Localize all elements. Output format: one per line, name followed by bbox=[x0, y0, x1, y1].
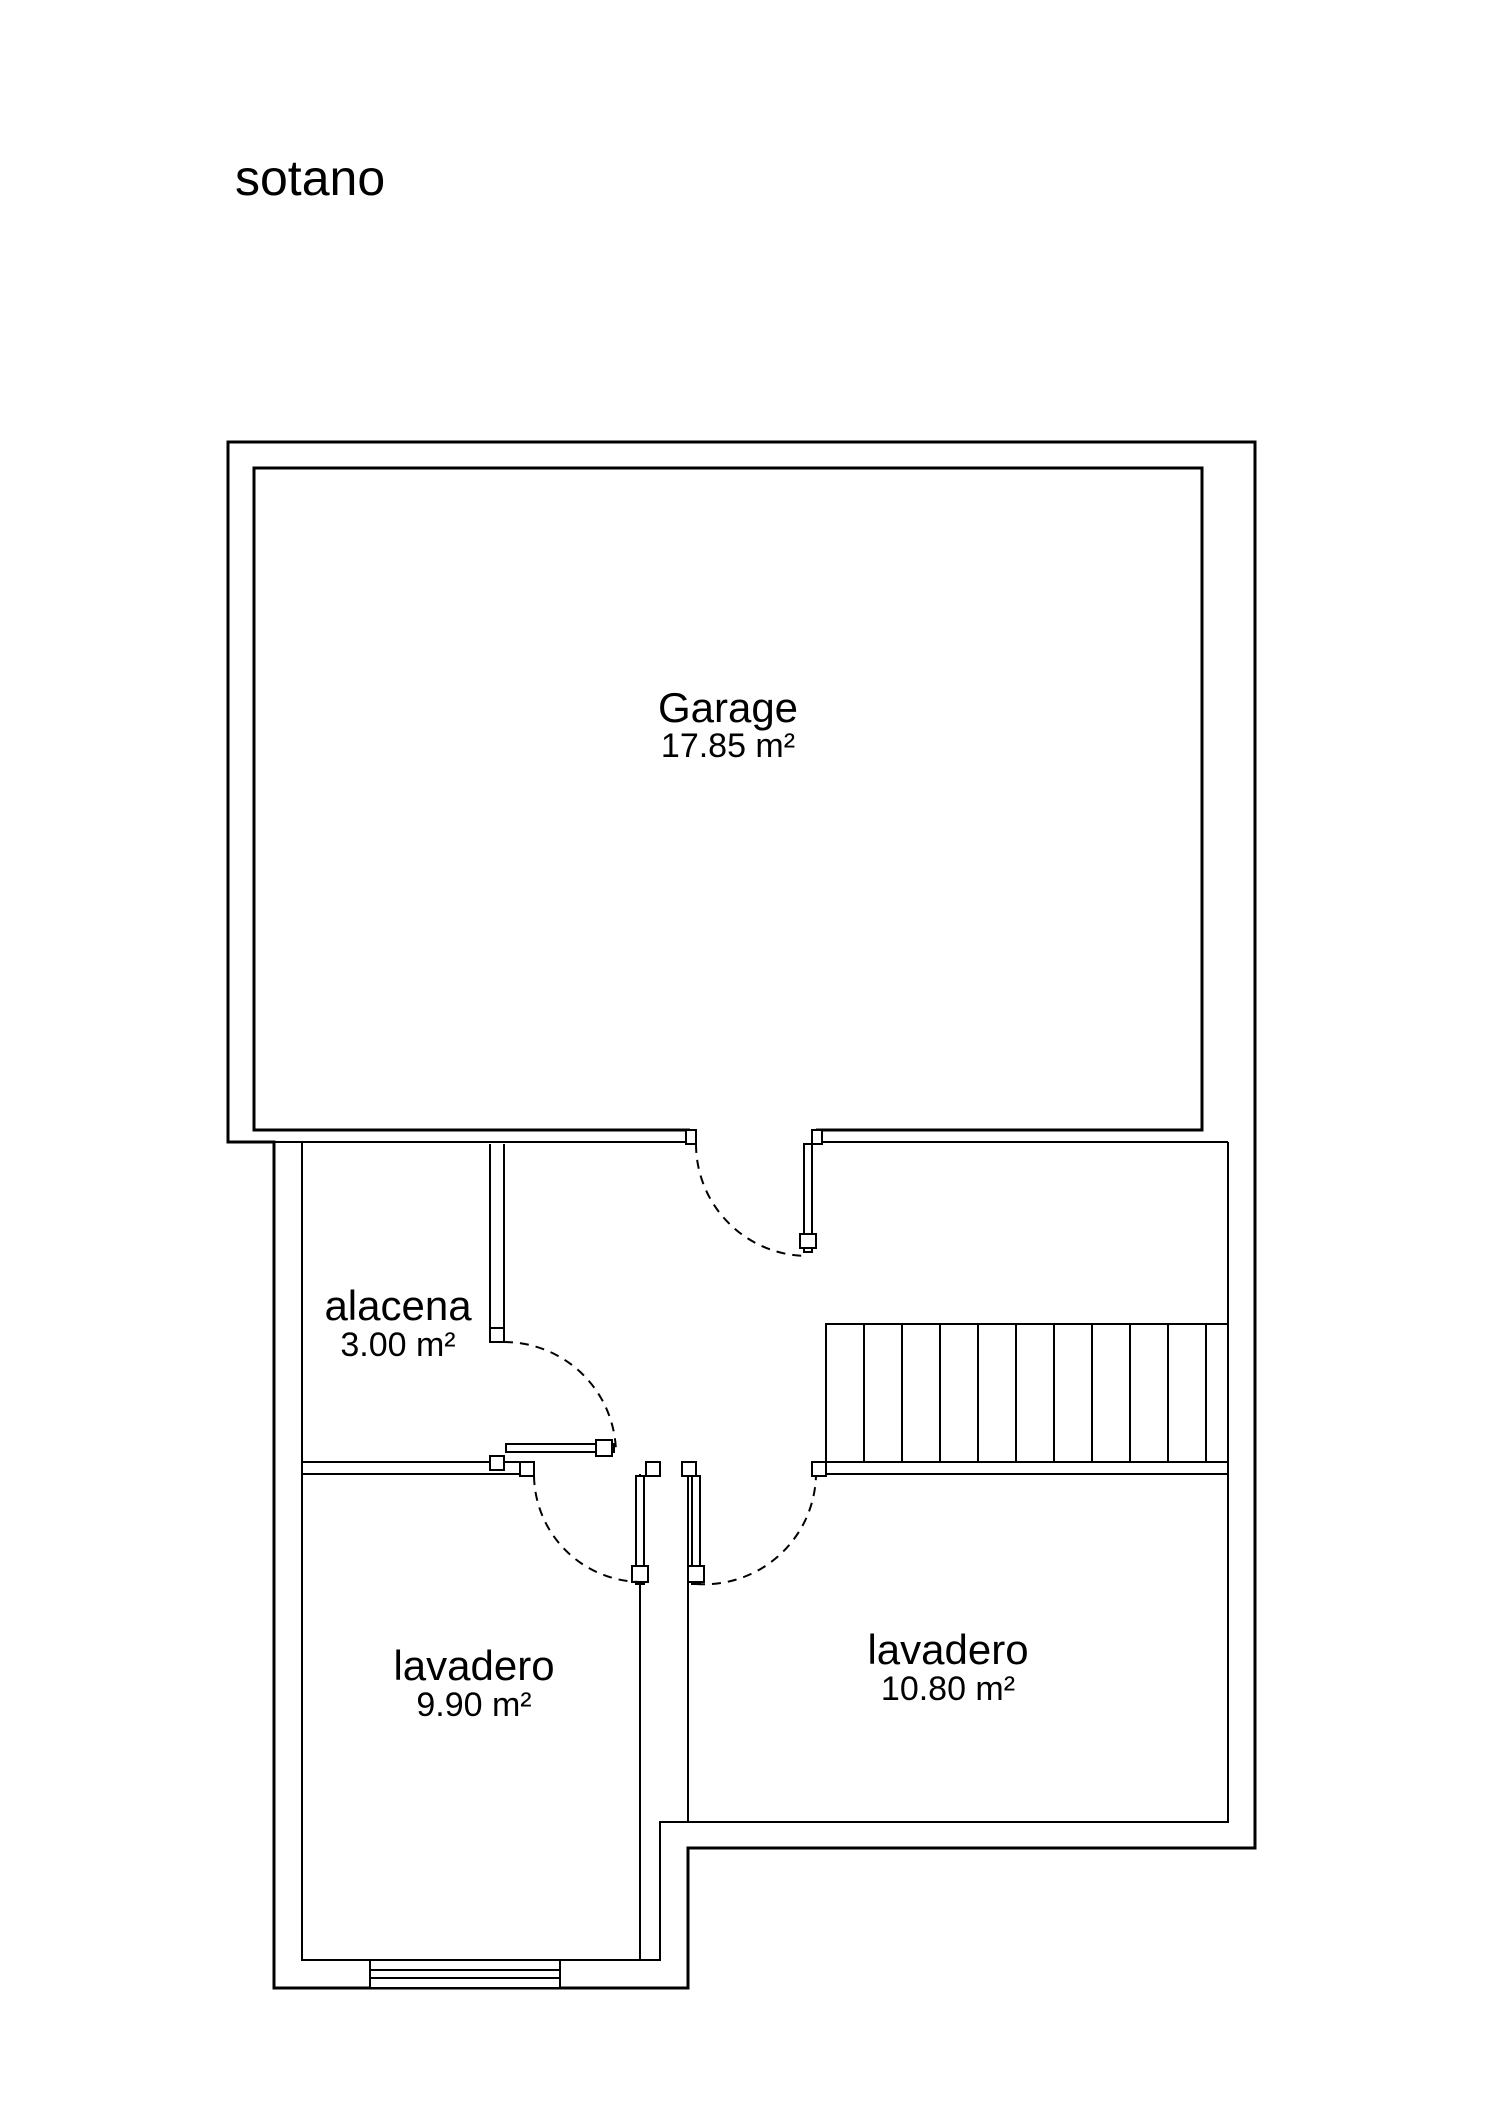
lavadero-left-door-leaf bbox=[635, 1475, 645, 1585]
lavadero-right-door-swing bbox=[695, 1475, 817, 1586]
lavadero-right-door[interactable] bbox=[681, 1461, 827, 1586]
lavadero-right-door-jamb-right bbox=[811, 1461, 827, 1477]
inner-wall-outline bbox=[301, 1142, 1229, 1961]
alacena-area: 3.00 m² bbox=[340, 1326, 455, 1364]
alacena-door-leaf bbox=[505, 1443, 615, 1453]
stairs bbox=[825, 1323, 1229, 1463]
lavadero-left-door-swing bbox=[533, 1475, 641, 1583]
lavadero-left-area: 9.90 m² bbox=[416, 1686, 531, 1724]
lavadero-left-name: lavadero bbox=[393, 1642, 554, 1689]
outer-walls bbox=[226, 440, 1257, 1990]
lavadero-left-room: lavadero 9.90 m² bbox=[393, 1461, 689, 1960]
garage-room: Garage 17.85 m² bbox=[252, 466, 1228, 1143]
window-bottom bbox=[369, 1959, 561, 1989]
alacena-door-leaf-end bbox=[595, 1439, 613, 1457]
garage-name: Garage bbox=[658, 684, 798, 731]
outer-wall-outline bbox=[226, 440, 1257, 1990]
garage-door-jamb-left bbox=[685, 1129, 697, 1145]
lavadero-left-door-leaf-end bbox=[631, 1565, 649, 1583]
alacena-door[interactable] bbox=[489, 1341, 617, 1471]
lavadero-right-door-leaf-end bbox=[687, 1565, 705, 1583]
lavadero-right-room: lavadero 10.80 m² bbox=[826, 1461, 1228, 1708]
alacena-door-jamb-bottom bbox=[489, 1455, 505, 1471]
plan-title: sotano bbox=[235, 150, 385, 206]
garage-wall bbox=[252, 466, 1204, 1132]
alacena-room: alacena 3.00 m² bbox=[302, 1144, 520, 1475]
garage-door-leaf bbox=[803, 1143, 813, 1253]
alacena-door-swing bbox=[503, 1341, 617, 1455]
lavadero-right-name: lavadero bbox=[867, 1626, 1028, 1673]
garage-area: 17.85 m² bbox=[661, 727, 795, 765]
stairs-outline bbox=[825, 1323, 1229, 1463]
lavadero-right-area: 10.80 m² bbox=[881, 1670, 1015, 1708]
lavadero-left-door-jamb bbox=[519, 1461, 535, 1477]
garage-door-swing bbox=[695, 1143, 809, 1257]
window-frame bbox=[369, 1959, 561, 1989]
lavadero-right-door-jamb-left bbox=[681, 1461, 697, 1477]
lavadero-left-door[interactable] bbox=[533, 1475, 649, 1585]
alacena-door-jamb-top bbox=[489, 1327, 505, 1343]
alacena-name: alacena bbox=[324, 1282, 472, 1329]
lavadero-left-door-jamb-right bbox=[645, 1461, 661, 1477]
garage-door-leaf-end bbox=[799, 1233, 817, 1249]
garage-door-jamb-right bbox=[811, 1129, 823, 1145]
garage-door[interactable] bbox=[685, 1129, 823, 1257]
